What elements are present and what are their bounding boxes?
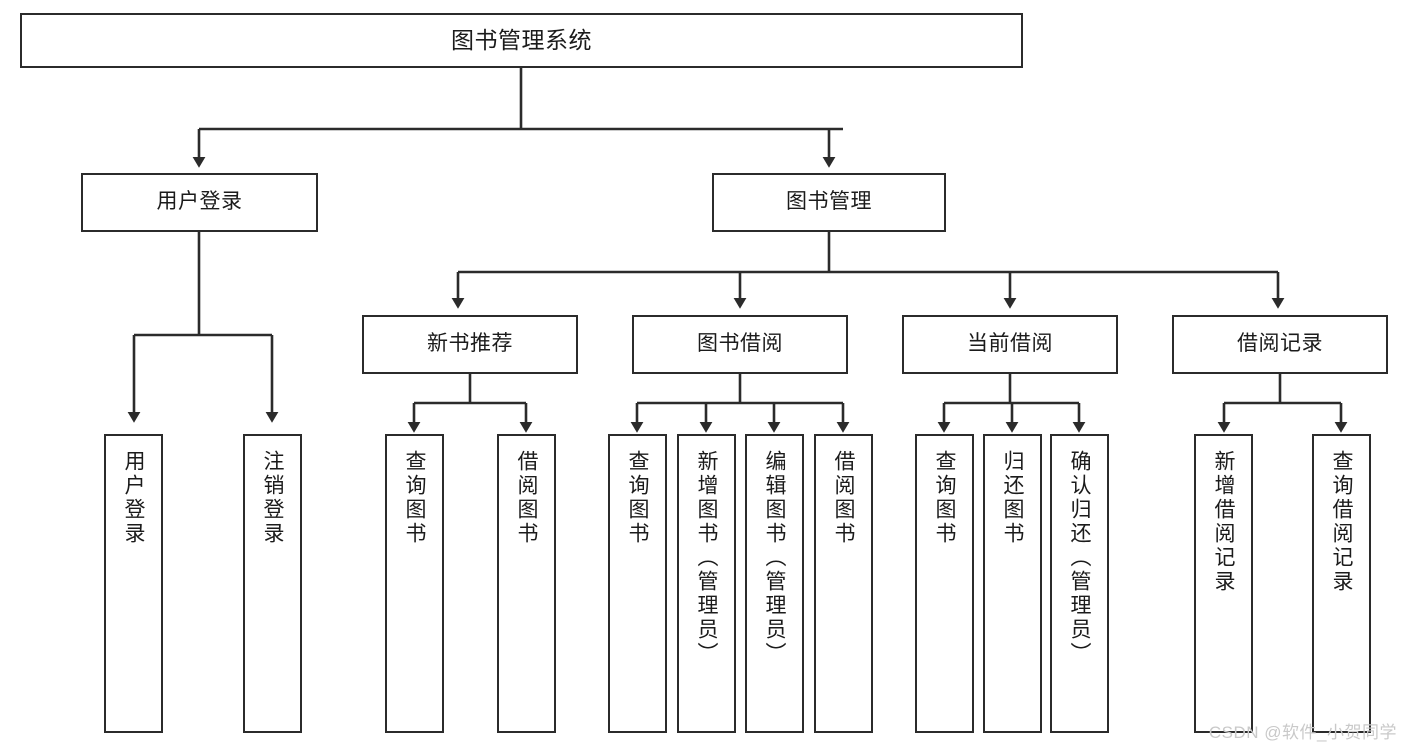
node-leaf-return-book[interactable]: 归还图书	[983, 434, 1042, 733]
node-label: 查询图书	[403, 450, 426, 546]
node-leaf-query-book-1[interactable]: 查询图书	[385, 434, 444, 733]
node-label: 新增图书（管理员）	[695, 450, 718, 666]
node-new-book-recommend[interactable]: 新书推荐	[362, 315, 578, 374]
node-label: 图书管理	[786, 190, 872, 214]
node-leaf-query-book-2[interactable]: 查询图书	[608, 434, 667, 733]
node-label: 图书管理系统	[451, 26, 592, 53]
node-book-management[interactable]: 图书管理	[712, 173, 946, 232]
node-leaf-add-record[interactable]: 新增借阅记录	[1194, 434, 1253, 733]
node-leaf-user-login[interactable]: 用户登录	[104, 434, 163, 733]
node-label: 用户登录	[122, 450, 145, 546]
node-current-borrow[interactable]: 当前借阅	[902, 315, 1118, 374]
node-leaf-logout-login[interactable]: 注销登录	[243, 434, 302, 733]
node-label: 查询借阅记录	[1330, 450, 1353, 594]
node-label: 编辑图书（管理员）	[763, 450, 786, 666]
node-leaf-borrow-book-1[interactable]: 借阅图书	[497, 434, 556, 733]
node-label: 确认归还（管理员）	[1068, 450, 1091, 666]
node-label: 图书借阅	[697, 332, 783, 356]
node-leaf-confirm-return[interactable]: 确认归还（管理员）	[1050, 434, 1109, 733]
node-leaf-edit-book[interactable]: 编辑图书（管理员）	[745, 434, 804, 733]
node-borrow-record[interactable]: 借阅记录	[1172, 315, 1388, 374]
node-label: 借阅图书	[515, 450, 538, 546]
node-label: 借阅图书	[832, 450, 855, 546]
node-user-login[interactable]: 用户登录	[81, 173, 318, 232]
node-book-borrow[interactable]: 图书借阅	[632, 315, 848, 374]
node-leaf-query-book-3[interactable]: 查询图书	[915, 434, 974, 733]
node-label: 新书推荐	[427, 332, 513, 356]
node-label: 查询图书	[626, 450, 649, 546]
node-label: 注销登录	[261, 450, 284, 546]
node-label: 新增借阅记录	[1212, 450, 1235, 594]
node-label: 用户登录	[156, 190, 243, 214]
node-root-system[interactable]: 图书管理系统	[20, 13, 1023, 68]
node-leaf-borrow-book-2[interactable]: 借阅图书	[814, 434, 873, 733]
node-label: 查询图书	[933, 450, 956, 546]
node-label: 当前借阅	[967, 332, 1053, 356]
node-label: 借阅记录	[1237, 332, 1323, 356]
node-label: 归还图书	[1001, 450, 1024, 546]
node-leaf-add-book[interactable]: 新增图书（管理员）	[677, 434, 736, 733]
node-leaf-query-record[interactable]: 查询借阅记录	[1312, 434, 1371, 733]
watermark: CSDN @软件_小贺同学	[1208, 723, 1397, 742]
